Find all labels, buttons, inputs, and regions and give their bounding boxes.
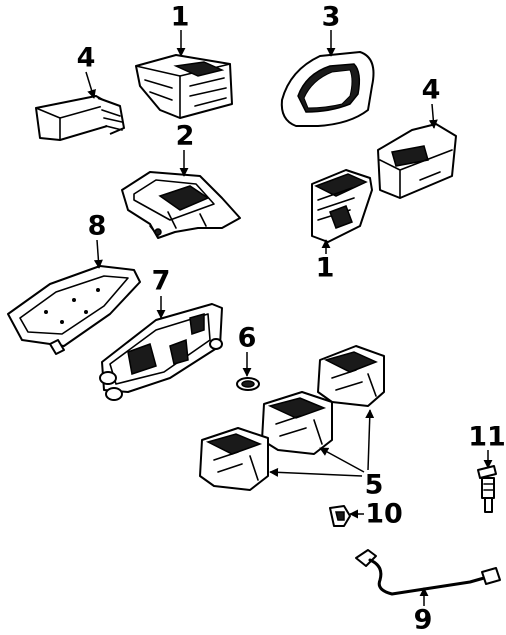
leader-4-left [85,71,96,99]
part-5-connector-lower [199,427,269,491]
callout-6: 6 [238,323,257,354]
part-8-cover-panel [7,265,141,355]
part-4-left-module [35,95,125,141]
part-1-switch [311,169,373,243]
part-9-sensor-lead [355,549,501,596]
callout-4-left: 4 [77,43,96,74]
callout-1-middle: 1 [316,253,335,284]
part-1-top-control-box [135,54,233,119]
leader-4-right [428,103,438,129]
leader-5-upper [365,409,375,471]
callout-3: 3 [322,2,341,33]
callout-2: 2 [176,121,195,152]
part-4-right-housing [377,123,457,199]
part-3-bezel-trim [280,51,375,127]
leader-5-middle [319,447,365,473]
callout-7: 7 [152,266,171,297]
callout-8: 8 [88,211,107,242]
leader-5-lower [269,467,363,477]
leader-8 [93,239,103,269]
part-7-control-module [99,303,223,401]
part-10-clip [329,505,351,527]
callout-10: 10 [365,499,403,530]
callout-11: 11 [468,422,506,453]
callout-9: 9 [414,605,433,635]
callout-5: 5 [365,470,384,501]
part-2-tray-bracket [121,171,241,239]
callout-1-top: 1 [171,2,190,33]
part-5-connector-middle [261,391,333,455]
part-11-bolt [477,465,497,513]
callout-4-right: 4 [422,75,441,106]
part-6-grommet [236,377,260,391]
part-5-connector-upper [317,345,385,407]
